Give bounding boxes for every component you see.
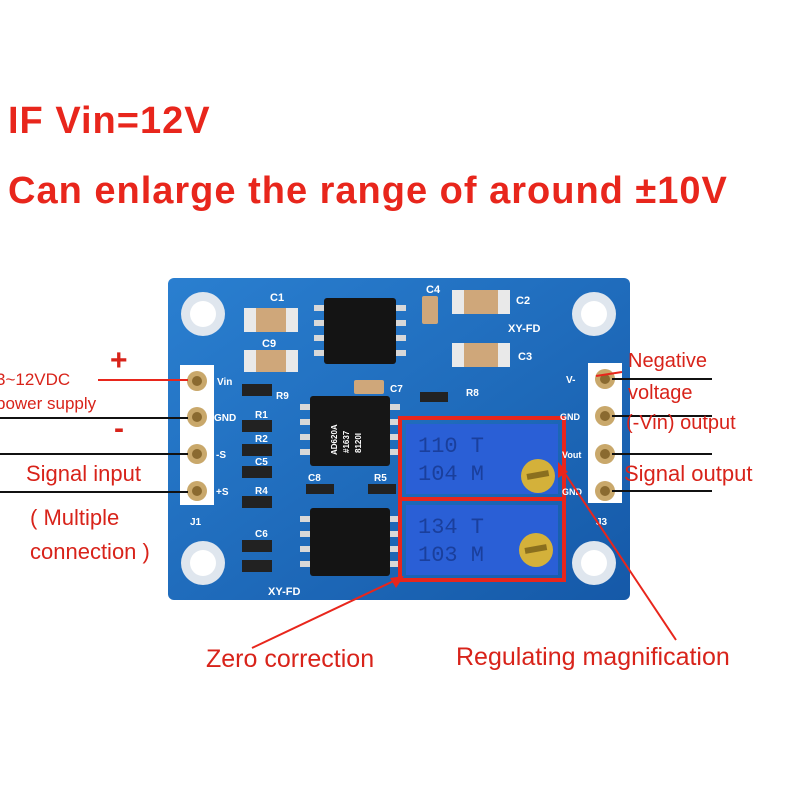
chip-marking-3: 8120I xyxy=(354,433,363,453)
silk-c1: C1 xyxy=(270,292,284,304)
label-connection: connection ) xyxy=(30,539,150,564)
right-header-j3 xyxy=(588,363,622,503)
chip-marking-2: #1637 xyxy=(342,430,351,453)
label-vin-output: (-Vin) output xyxy=(626,412,736,434)
label-regulating-magnification: Regulating magnification xyxy=(456,643,730,671)
label-multiple: ( Multiple xyxy=(30,505,120,530)
silk-gnd-right: GND xyxy=(560,412,581,422)
silk-c9: C9 xyxy=(262,338,276,350)
silk-c7: C7 xyxy=(390,384,403,395)
silk-v-minus: V- xyxy=(566,375,575,386)
ic-chips xyxy=(300,298,406,576)
silk-c6: C6 xyxy=(255,529,268,540)
label-zero-correction: Zero correction xyxy=(206,645,375,673)
label-plus: + xyxy=(110,344,128,377)
trimmer-top-line2: 104 M xyxy=(418,462,484,487)
headline-line1: IF Vin=12V xyxy=(8,100,211,142)
silk-plus-s: +S xyxy=(216,487,229,498)
label-power-supply: power supply xyxy=(0,394,97,413)
smd-resistors xyxy=(242,384,448,572)
silk-r2: R2 xyxy=(255,434,268,445)
silk-gnd-bottom: GND xyxy=(562,487,583,497)
annotation-lines xyxy=(0,371,712,649)
left-header-j1 xyxy=(180,365,214,505)
label-signal-input: Signal input xyxy=(26,461,141,486)
silk-r8: R8 xyxy=(466,388,479,399)
silk-vout: Vout xyxy=(562,450,581,460)
silk-vin: Vin xyxy=(217,377,232,388)
label-voltage: voltage xyxy=(628,382,693,404)
label-signal-output: Signal output xyxy=(624,461,753,486)
smd-capacitors xyxy=(244,290,510,394)
silk-r9: R9 xyxy=(276,391,289,402)
silk-r1: R1 xyxy=(255,410,268,421)
silk-c2: C2 xyxy=(516,295,530,307)
silk-xyfd-top: XY-FD xyxy=(508,323,540,335)
silk-c5: C5 xyxy=(255,457,268,468)
mounting-holes xyxy=(181,292,616,585)
silk-c8: C8 xyxy=(308,473,321,484)
trimmer-bottom-line2: 103 M xyxy=(418,543,484,568)
silk-j1: J1 xyxy=(190,517,202,528)
silk-c4: C4 xyxy=(426,284,441,296)
label-negative: Negative xyxy=(628,350,707,372)
silk-gnd: GND xyxy=(214,413,236,424)
trimmer-bottom-line1: 134 T xyxy=(418,515,484,540)
headline-line2: Can enlarge the range of around ±10V xyxy=(8,170,728,212)
silk-r5: R5 xyxy=(374,473,387,484)
trimmer-potentiometers xyxy=(398,416,566,582)
label-minus: - xyxy=(114,412,124,445)
silk-minus-s: -S xyxy=(216,450,226,461)
trimmer-top-line1: 110 T xyxy=(418,434,484,459)
silk-j3: J3 xyxy=(596,517,608,528)
silk-r4: R4 xyxy=(255,486,268,497)
chip-marking-1: AD620A xyxy=(330,424,339,455)
label-power-voltage: 3~12VDC xyxy=(0,370,71,389)
silk-xyfd-bottom: XY-FD xyxy=(268,586,300,598)
silk-c3: C3 xyxy=(518,351,532,363)
